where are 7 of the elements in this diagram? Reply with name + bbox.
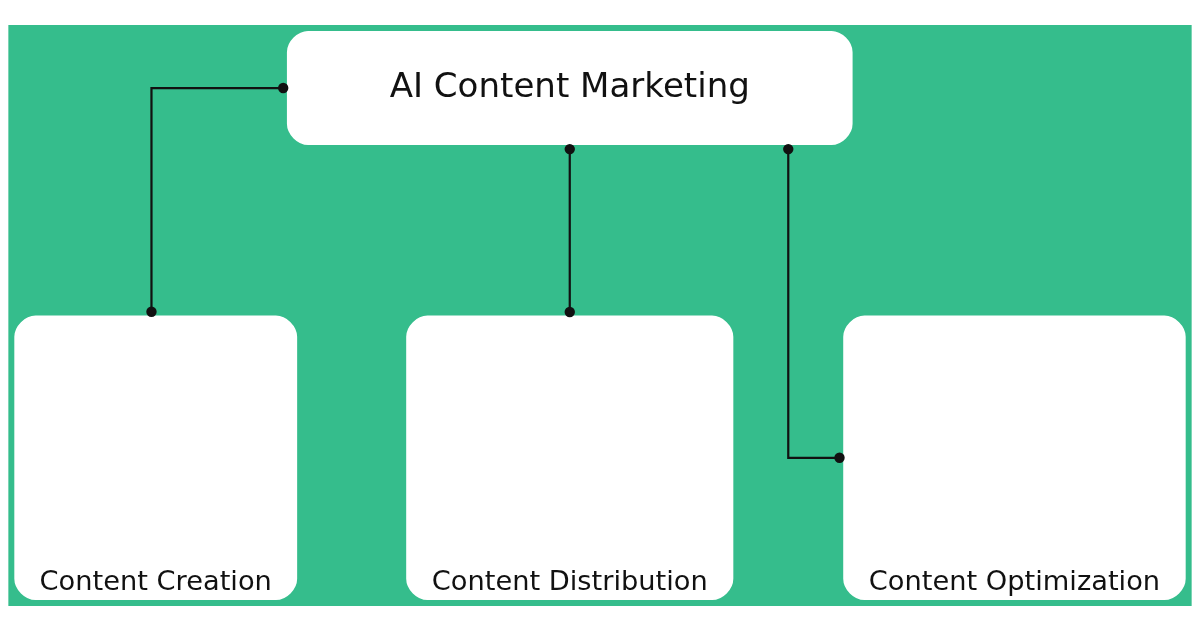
node-box: AI Content Marketing [286,30,853,145]
connector [564,143,575,317]
connector [146,82,289,317]
connector [783,143,845,463]
node-box: Content Creation [14,315,298,600]
node-box: Content Distribution [406,315,734,600]
node-box: Content Optimization [843,315,1186,600]
